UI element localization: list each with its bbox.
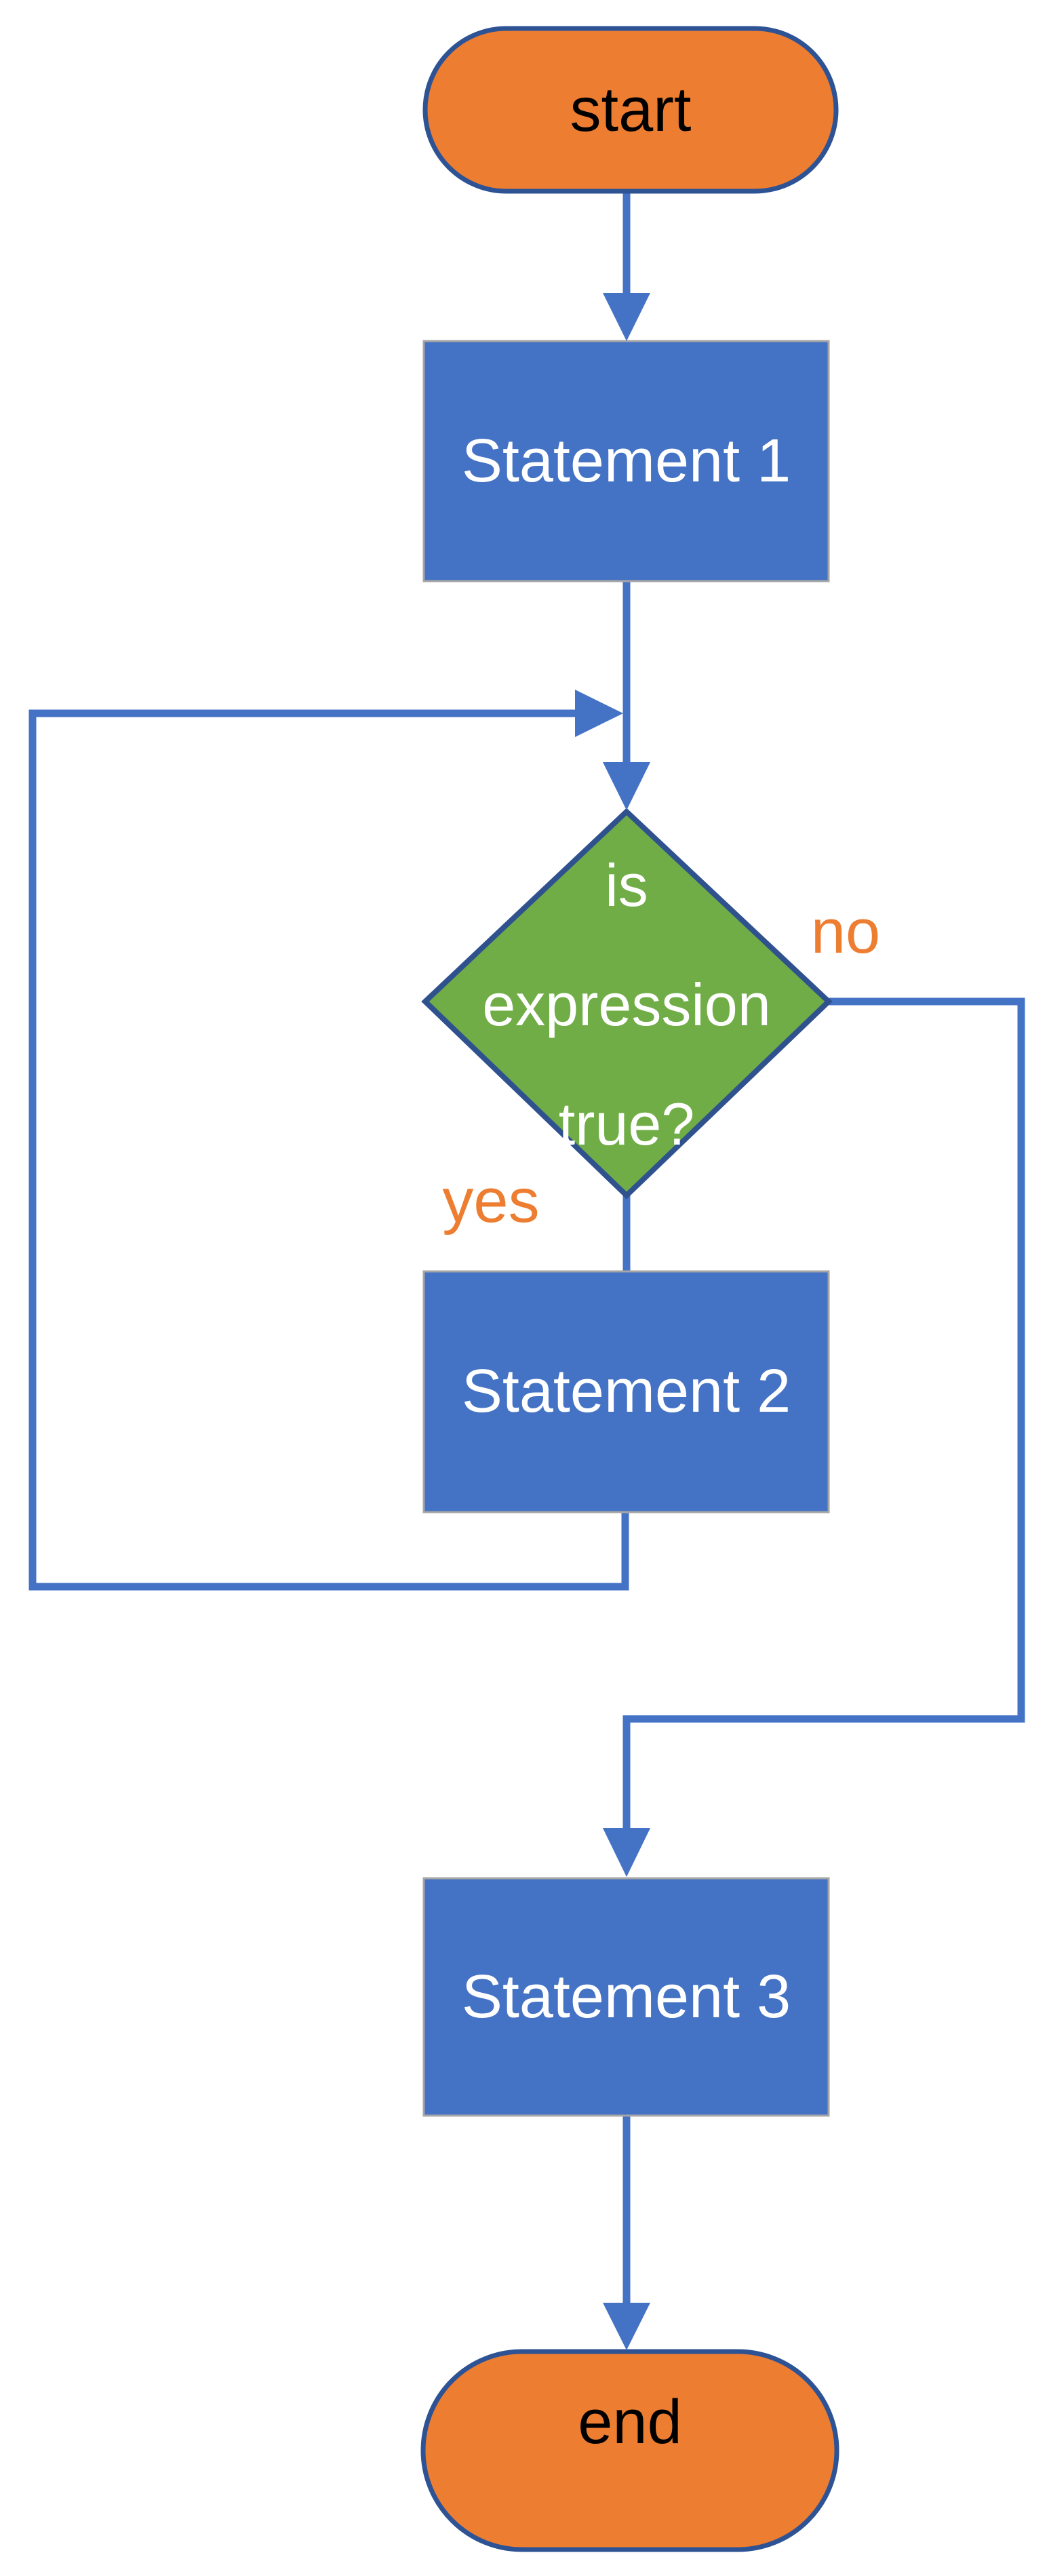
statement3-node-shape [422, 1877, 830, 2117]
arrowhead-into-statement3 [603, 1828, 650, 1877]
connector-loop-statement2-to-junction [28, 709, 629, 1591]
decision-node-shape [421, 808, 833, 1200]
arrowhead-into-end [603, 2303, 650, 2350]
connector-decision-no-to-statement3 [622, 997, 1025, 1831]
end-node-shape [420, 2349, 839, 2552]
statement2-node-shape [422, 1270, 830, 1513]
arrowhead-into-statement1 [603, 293, 650, 341]
start-node-shape [422, 26, 839, 194]
arrowhead-into-decision [603, 762, 650, 810]
statement1-node-shape [422, 340, 830, 582]
arrowhead-loop-into-junction [575, 690, 623, 737]
